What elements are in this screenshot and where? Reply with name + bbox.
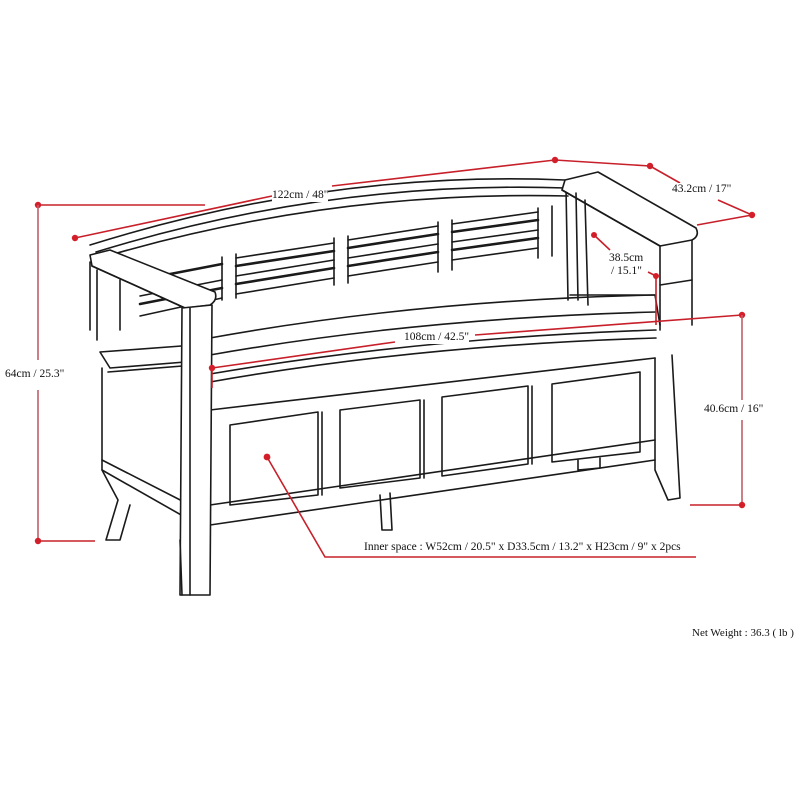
left-arm — [89, 249, 217, 596]
back-height-label-line2: / 15.1" — [611, 265, 642, 279]
depth-label: 43.2cm / 17" — [672, 183, 732, 197]
right-arm — [561, 171, 699, 331]
bench-drawing — [89, 171, 699, 596]
overall-height-label: 64cm / 25.3" — [5, 368, 65, 382]
dimension-lines — [34, 156, 756, 558]
front-panels — [209, 357, 656, 526]
back-slats — [138, 205, 553, 317]
back-height-label-line1: 38.5cm — [609, 252, 644, 266]
overall-width-label: 122cm / 48" — [272, 189, 329, 203]
seat — [209, 294, 661, 383]
seat-width-label: 108cm / 42.5" — [404, 331, 470, 345]
net-weight-label: Net Weight : 36.3 ( lb ) — [692, 627, 794, 640]
inner-space-label: Inner space : W52cm / 20.5" x D33.5cm / … — [364, 541, 681, 555]
seat-height-label: 40.6cm / 16" — [704, 403, 764, 417]
